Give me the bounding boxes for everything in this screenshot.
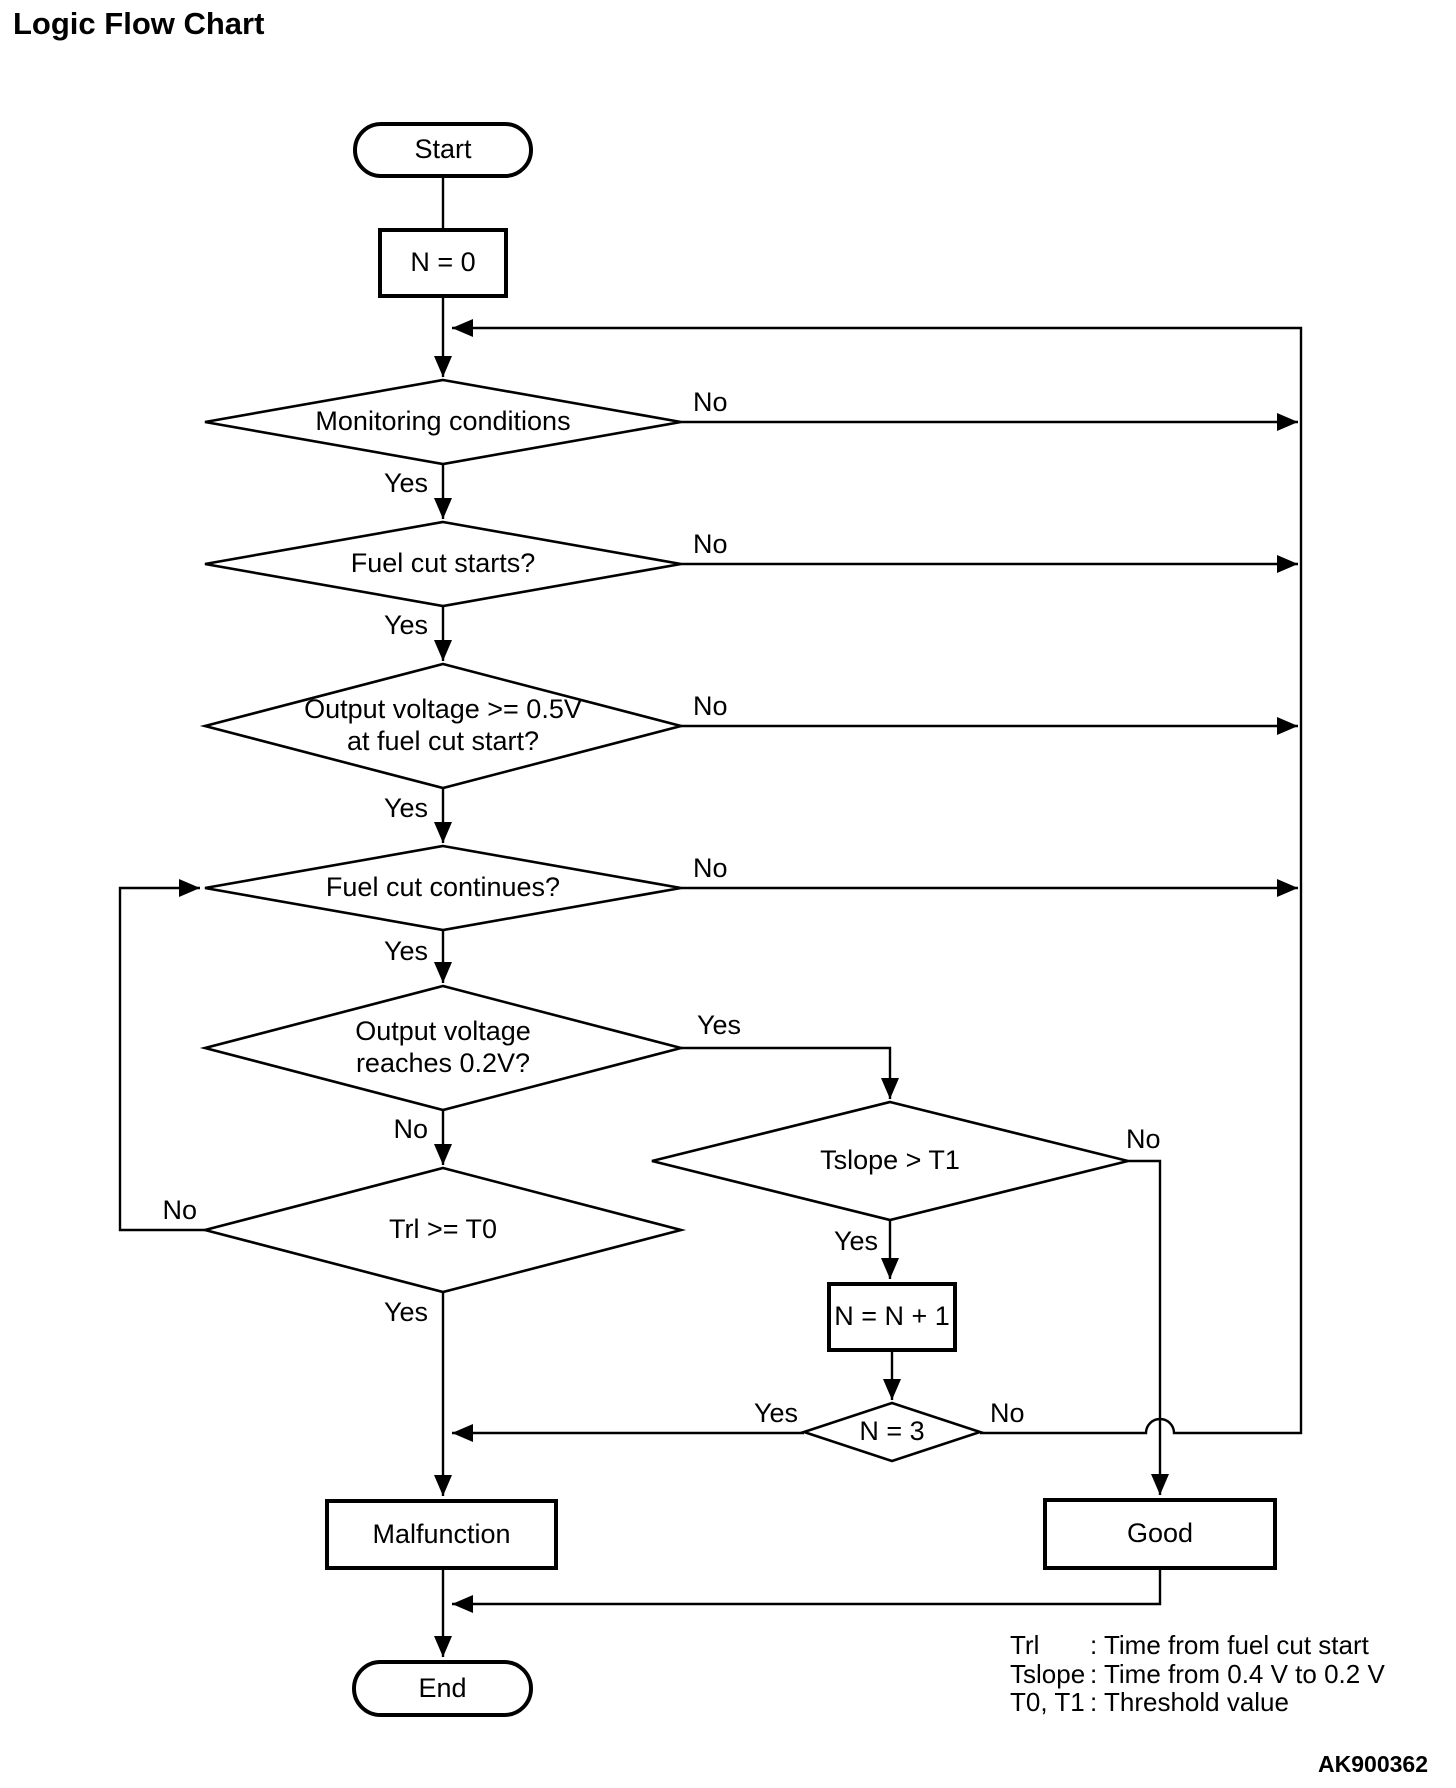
legend-term: Trl [1010,1630,1040,1660]
legend-row-trl: Trl : Time from fuel cut start [1010,1631,1385,1660]
good-node: Good [1043,1498,1277,1570]
output-voltage-yes-label: Yes [383,793,428,823]
trl-no-label: No [162,1195,197,1225]
legend: Trl : Time from fuel cut start Tslope: Ti… [1010,1631,1385,1717]
legend-row-tslope: Tslope: Time from 0.4 V to 0.2 V [1010,1658,1385,1689]
legend-desc: : Threshold value [1090,1687,1289,1717]
edge-tslope-no-to-good [1128,1159,1169,1495]
output-voltage-no-label: No [693,691,728,721]
fuel-cut-continues-no-label: No [693,853,728,883]
malfunction-node: Malfunction [325,1499,558,1570]
edge-good-return [452,1570,1162,1613]
diamond-trl-ge-t0 [199,1166,687,1294]
edge-n3-no-feedback-loop [452,319,1303,1435]
legend-desc: : Time from 0.4 V to 0.2 V [1090,1658,1385,1689]
start-node: Start [353,122,533,178]
legend-desc: : Time from fuel cut start [1090,1630,1369,1660]
increment-n-node: N = N + 1 [827,1282,957,1352]
edge-trl-no-loop [118,879,205,1232]
n3-yes-label: Yes [753,1398,798,1428]
monitoring-yes-label: Yes [383,468,428,498]
legend-term: Tslope [1010,1658,1086,1689]
diamond-fuel-cut-continues [204,844,682,932]
diamond-n-equals-3 [799,1401,985,1463]
figure-code: AK900362 [1318,1751,1428,1777]
fuel-cut-starts-no-label: No [693,529,728,559]
diamond-tslope-gt-t1 [651,1100,1129,1222]
legend-row-thresholds: T0, T1: Threshold value [1010,1688,1385,1717]
monitoring-no-label: No [693,387,728,417]
diamond-output-voltage-reaches [199,984,687,1112]
legend-term: T0, T1 [1010,1687,1085,1717]
diamond-output-voltage-at-start [199,662,687,790]
end-node: End [352,1660,533,1717]
n3-no-label: No [990,1398,1025,1428]
fuel-cut-starts-yes-label: Yes [383,610,428,640]
trl-yes-label: Yes [383,1297,428,1327]
init-n-node: N = 0 [378,228,508,298]
reaches-02-yes-label: Yes [697,1010,742,1040]
fuel-cut-continues-yes-label: Yes [383,936,428,966]
edge-reaches-02-yes [681,1046,899,1099]
reaches-02-no-label: No [393,1114,428,1144]
diamond-monitoring-conditions [204,378,682,466]
tslope-yes-label: Yes [833,1226,878,1256]
tslope-no-label: No [1126,1124,1161,1154]
diamond-fuel-cut-starts [204,520,682,608]
page-title: Logic Flow Chart [13,6,265,41]
